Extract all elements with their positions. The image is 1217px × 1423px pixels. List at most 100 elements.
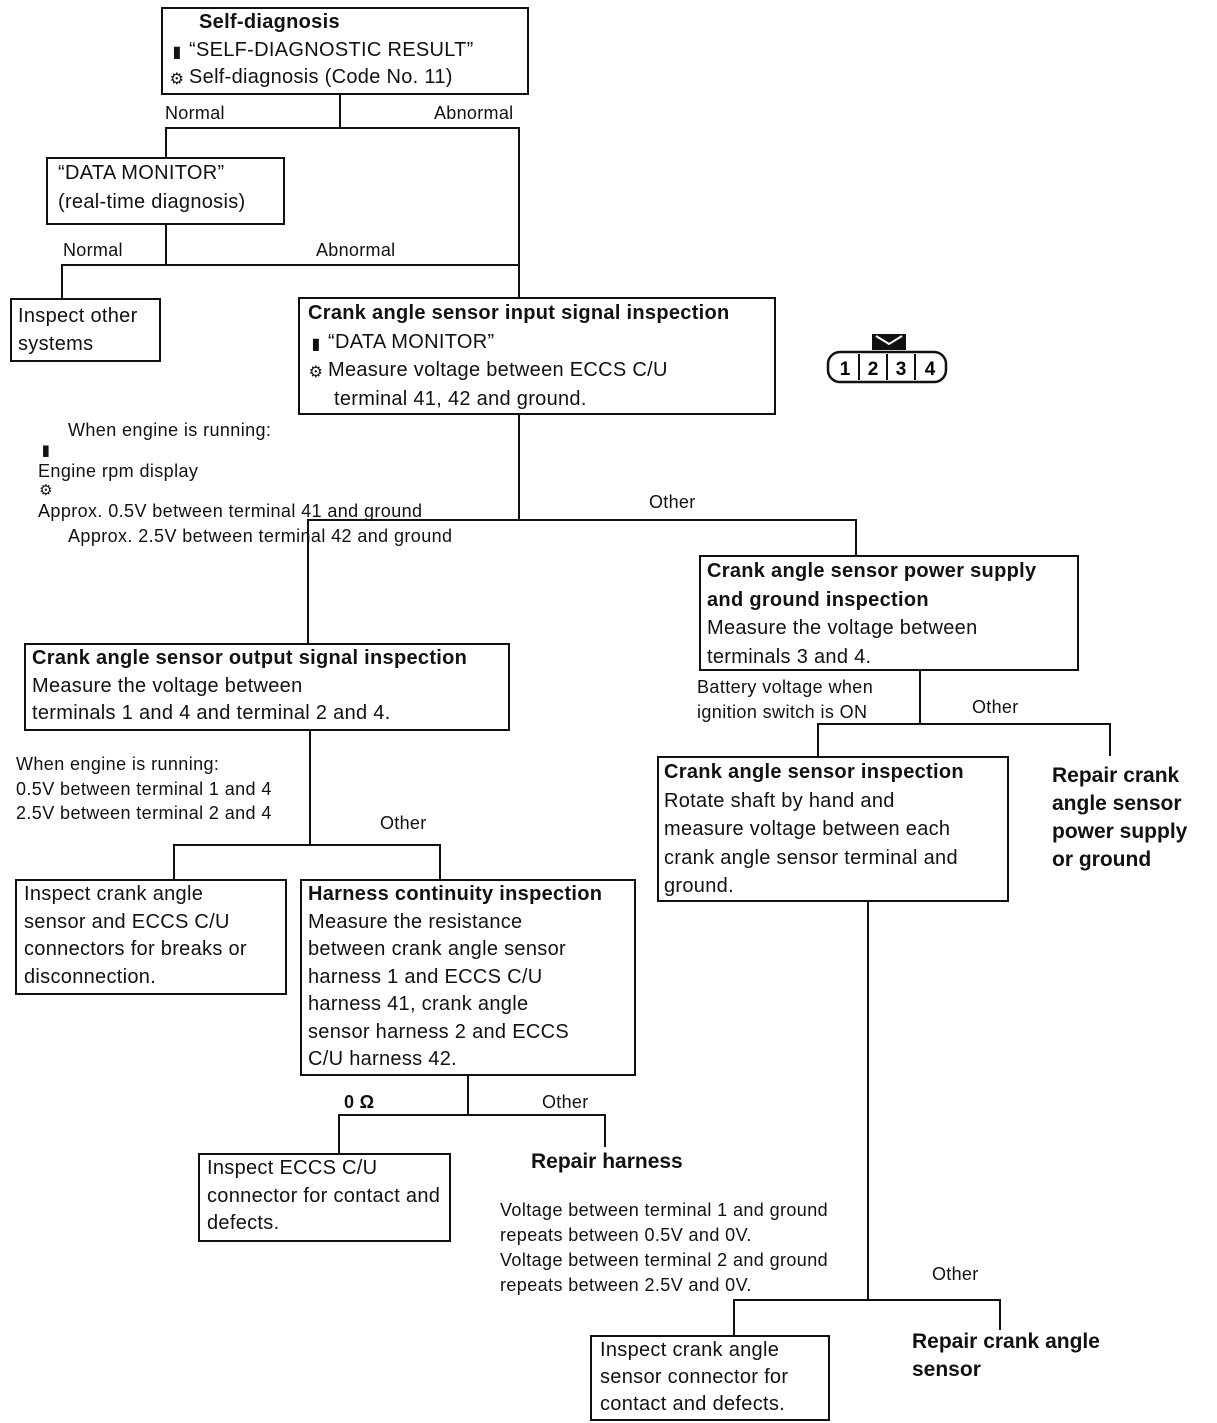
data-monitor-subtitle: (real-time diagnosis) — [58, 191, 246, 213]
note-line: 0.5V between terminal 1 and 4 — [16, 778, 272, 799]
branch-label-other: Other — [542, 1092, 589, 1112]
note-line: repeats between 0.5V and 0V. — [500, 1225, 752, 1245]
connector-pin-label: 3 — [896, 359, 907, 380]
connector-pin-label: 1 — [840, 359, 851, 380]
self-diagnosis-title: Self-diagnosis — [199, 11, 340, 33]
inspect-other-line: systems — [18, 333, 94, 355]
output-signal-title: Crank angle sensor output signal inspect… — [32, 647, 468, 669]
inspect-connectors-box: Inspect crank angle sensor and ECCS C/U … — [15, 879, 287, 995]
output-ok-note: When engine is running: 0.5V between ter… — [16, 752, 272, 826]
connector-line — [307, 519, 857, 643]
connector-latch-mark — [875, 335, 903, 346]
sensor-inspection-line: Rotate shaft by hand and — [664, 789, 895, 812]
connector-line — [817, 723, 1111, 756]
inspect-eccs-line: defects. — [207, 1212, 280, 1234]
connector-pin-label: 2 — [868, 359, 879, 380]
inspect-eccs-connector-box: Inspect ECCS C/U connector for contact a… — [198, 1153, 451, 1242]
note-line: ignition switch is ON — [697, 701, 868, 722]
connector-pin-label: 4 — [925, 359, 936, 380]
repair-power-line: angle sensor — [1052, 792, 1182, 815]
note-consult-row: ▮Engine rpm display — [38, 441, 452, 484]
note-line: Voltage between terminal 1 and ground — [500, 1200, 829, 1220]
connector-line — [61, 264, 519, 298]
input-signal-inspection-box: Crank angle sensor input signal inspecti… — [298, 297, 776, 415]
inspect-eccs-line: connector for contact and — [207, 1184, 441, 1207]
inspect-eccs-line: Inspect ECCS C/U — [207, 1157, 378, 1179]
repair-sensor-label: Repair crank angle sensor — [912, 1328, 1100, 1384]
sensor-ok-note: Voltage between terminal 1 and ground re… — [500, 1198, 828, 1298]
consult-mode-row: ▮ “SELF-DIAGNOSTIC RESULT” — [169, 37, 521, 65]
power-supply-line: terminals 3 and 4. — [707, 645, 872, 668]
inspect-other-systems-box: Inspect other systems — [10, 298, 161, 362]
ecm-unit-icon: ⚙ — [39, 482, 53, 499]
branch-label-other: Other — [380, 813, 427, 833]
note-line: repeats between 2.5V and 0V. — [500, 1275, 752, 1295]
note-line: 2.5V between terminal 2 and 4 — [16, 803, 272, 823]
branch-label-normal: Normal — [165, 103, 225, 123]
note-line: Approx. 0.5V between terminal 41 and gro… — [38, 501, 423, 521]
note-line: When engine is running: — [16, 754, 220, 774]
data-monitor-box: “DATA MONITOR” (real-time diagnosis) — [46, 157, 285, 225]
self-diagnosis-box: Self-diagnosis ▮ “SELF-DIAGNOSTIC RESULT”… — [161, 7, 529, 95]
ecm-unit-icon: ⚙ — [308, 364, 324, 381]
power-ok-note: Battery voltage when ignition switch is … — [697, 675, 873, 724]
note-line: Battery voltage when — [697, 677, 874, 697]
note-line: Voltage between terminal 2 and ground — [500, 1250, 829, 1270]
branch-label-zero-ohm: 0 Ω — [344, 1092, 375, 1112]
connector-line — [173, 844, 441, 879]
note-line: Approx. 2.5V between terminal 42 and gro… — [68, 525, 453, 546]
input-signal-line: Measure voltage between ECCS C/U — [328, 359, 668, 381]
inspect-connectors-line: disconnection. — [24, 965, 157, 988]
note-line: Engine rpm display — [38, 460, 199, 481]
connector-line — [338, 1114, 606, 1153]
power-supply-inspection-box: Crank angle sensor power supply and grou… — [699, 555, 1079, 671]
consult-tester-icon: ▮ — [311, 335, 321, 353]
branch-label-abnormal: Abnormal — [316, 240, 396, 260]
input-ecm-row: ⚙Measure voltage between ECCS C/U — [308, 356, 766, 385]
harness-continuity-inspection-box: Harness continuity inspection Measure th… — [300, 879, 636, 1076]
ecm-unit-icon: ⚙ — [169, 71, 185, 88]
harness-line: sensor harness 2 and ECCS — [308, 1020, 569, 1043]
output-signal-line: Measure the voltage between — [32, 674, 303, 697]
sensor-inspection-line: measure voltage between each — [664, 818, 951, 840]
self-diagnosis-code-label: Self-diagnosis (Code No. 11) — [189, 66, 453, 88]
power-supply-title: and ground inspection — [707, 588, 929, 611]
input-signal-line: terminal 41, 42 and ground. — [334, 387, 587, 410]
branch-label-other: Other — [932, 1264, 979, 1284]
self-diagnostic-result-label: “SELF-DIAGNOSTIC RESULT” — [189, 38, 474, 61]
consult-tester-icon: ▮ — [41, 441, 51, 459]
note-line: When engine is running: — [68, 420, 272, 440]
output-signal-line: terminals 1 and 4 and terminal 2 and 4. — [32, 702, 391, 724]
power-supply-line: Measure the voltage between — [707, 617, 978, 639]
inspect-connectors-line: sensor and ECCS C/U — [24, 910, 230, 933]
repair-sensor-line: sensor — [912, 1358, 981, 1381]
sensor-inspection-line: ground. — [664, 875, 734, 897]
input-consult-row: ▮“DATA MONITOR” — [308, 328, 766, 357]
repair-power-supply-label: Repair crank angle sensor power supply o… — [1052, 762, 1187, 874]
sensor-inspection-title: Crank angle sensor inspection — [664, 761, 964, 783]
output-signal-inspection-box: Crank angle sensor output signal inspect… — [24, 643, 510, 731]
repair-harness-label: Repair harness — [531, 1150, 683, 1173]
repair-power-line: Repair crank — [1052, 764, 1180, 787]
note-ecm-row: ⚙ Approx. 0.5V between terminal 41 and gr… — [38, 483, 452, 524]
connector-line — [165, 127, 520, 297]
branch-label-other: Other — [972, 697, 1019, 717]
inspect-sensor-connector-box: Inspect crank angle sensor connector for… — [590, 1335, 830, 1421]
harness-line: Measure the resistance — [308, 910, 523, 933]
inspect-other-line: Inspect other — [18, 305, 138, 327]
harness-line: C/U harness 42. — [308, 1048, 458, 1070]
inspect-sensor-connector-line: sensor connector for — [600, 1366, 789, 1388]
inspect-sensor-connector-line: Inspect crank angle — [600, 1339, 780, 1361]
inspect-connectors-line: Inspect crank angle — [24, 883, 204, 905]
input-ok-note: When engine is running: ▮Engine rpm disp… — [38, 418, 452, 548]
sensor-inspection-box: Crank angle sensor inspection Rotate sha… — [657, 756, 1009, 902]
branch-label-other: Other — [649, 492, 696, 512]
ecm-mode-row: ⚙Self-diagnosis (Code No. 11) — [169, 64, 521, 92]
harness-line: harness 1 and ECCS C/U — [308, 965, 543, 988]
consult-tester-icon: ▮ — [172, 43, 182, 61]
harness-line: between crank angle sensor — [308, 938, 566, 960]
connector-line — [733, 1299, 1001, 1335]
sensor-inspection-line: crank angle sensor terminal and — [664, 846, 958, 869]
inspect-sensor-connector-line: contact and defects. — [600, 1393, 786, 1415]
